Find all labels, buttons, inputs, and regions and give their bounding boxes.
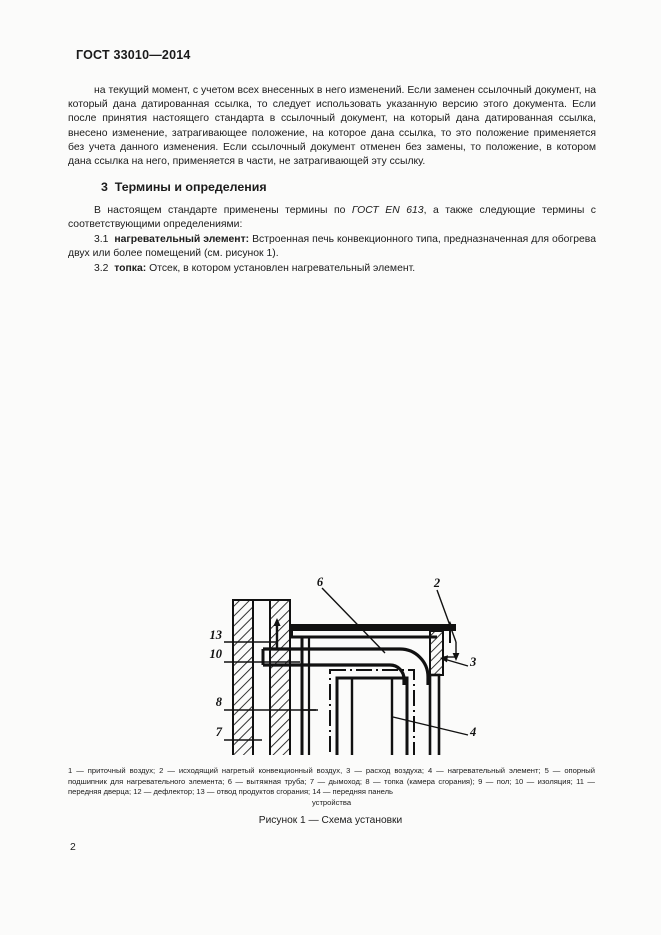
- heater-casing-dashed: [329, 669, 415, 755]
- wall-outer-layer: [232, 599, 254, 755]
- intro-paragraph: на текущий момент, с учетом всех внесенн…: [68, 85, 596, 168]
- leader-3-arrowhead: [440, 655, 448, 663]
- term-number: 3.1: [94, 233, 109, 245]
- wall-insulation-gap: [252, 599, 271, 755]
- term-item-3-1: 3.1 нагревательный элемент: Встроенная п…: [68, 233, 596, 262]
- intro-paragraph-block: на текущий момент, с учетом всех внесенн…: [68, 84, 596, 169]
- leader-3: [443, 658, 469, 667]
- term-definition: Встроенная печь конвекционного типа, пре…: [68, 233, 596, 260]
- wall-inner-layer: [269, 599, 291, 755]
- terms-block: В настоящем стандарте применены термины …: [68, 204, 596, 276]
- exhaust-pipe-outer-wall: [263, 647, 430, 685]
- figure-legend: 1 — приточный воздух; 2 — исходящий нагр…: [68, 766, 595, 808]
- figure-title: Рисунок 1 — Схема установки: [258, 815, 403, 826]
- section-title: Термины и определения: [114, 180, 267, 194]
- air-supply-grille: [429, 630, 444, 676]
- leader-2: [436, 589, 457, 643]
- callout-label-13: 13: [210, 628, 223, 642]
- terms-lead-in: В настоящем стандарте применены термины …: [68, 204, 596, 233]
- lead-in-after: , а также следующие термины с соответств…: [68, 205, 596, 231]
- callout-label-2: 2: [433, 576, 440, 590]
- top-duct-plate: [290, 624, 456, 631]
- air-supply-duct: [428, 673, 441, 755]
- standard-header: ГОСТ 33010—2014: [76, 48, 191, 62]
- callout-label-8: 8: [216, 695, 223, 709]
- term-number: 3.2: [94, 262, 109, 274]
- figure-svg: 13 10 8 7 5 6: [210, 575, 476, 755]
- figure-installation-diagram: 13 10 8 7 5 6: [0, 285, 661, 755]
- callout-label-4: 4: [469, 725, 476, 739]
- term-definition: Отсек, в котором установлен нагревательн…: [149, 262, 416, 274]
- section-heading: 3 Термины и определения: [101, 180, 267, 194]
- convection-out-arrowhead: [446, 621, 454, 629]
- section-number: 3: [101, 180, 108, 194]
- callout-label-3: 3: [469, 655, 476, 669]
- term-name: нагревательный элемент:: [114, 233, 250, 245]
- callout-label-10: 10: [210, 647, 223, 661]
- callout-label-7: 7: [216, 725, 223, 739]
- upper-diagram: 13 10 8 7 5 6: [210, 575, 476, 755]
- leader-6: [321, 587, 386, 654]
- lead-in-before: В настоящем стандарте применены термины …: [94, 205, 352, 216]
- callout-label-6: 6: [317, 575, 324, 589]
- figure-legend-last-line: устройства: [311, 797, 352, 807]
- chimney-flow-arrowhead: [273, 618, 281, 626]
- page-number: 2: [70, 842, 76, 853]
- term-item-3-2: 3.2 топка: Отсек, в котором установлен н…: [68, 262, 596, 276]
- leader-4: [392, 716, 469, 736]
- heater-body: [335, 676, 409, 755]
- figure-legend-text: 1 — приточный воздух; 2 — исходящий нагр…: [68, 766, 595, 797]
- lead-in-reference: ГОСТ EN 613: [351, 205, 424, 216]
- term-name: топка:: [114, 262, 147, 274]
